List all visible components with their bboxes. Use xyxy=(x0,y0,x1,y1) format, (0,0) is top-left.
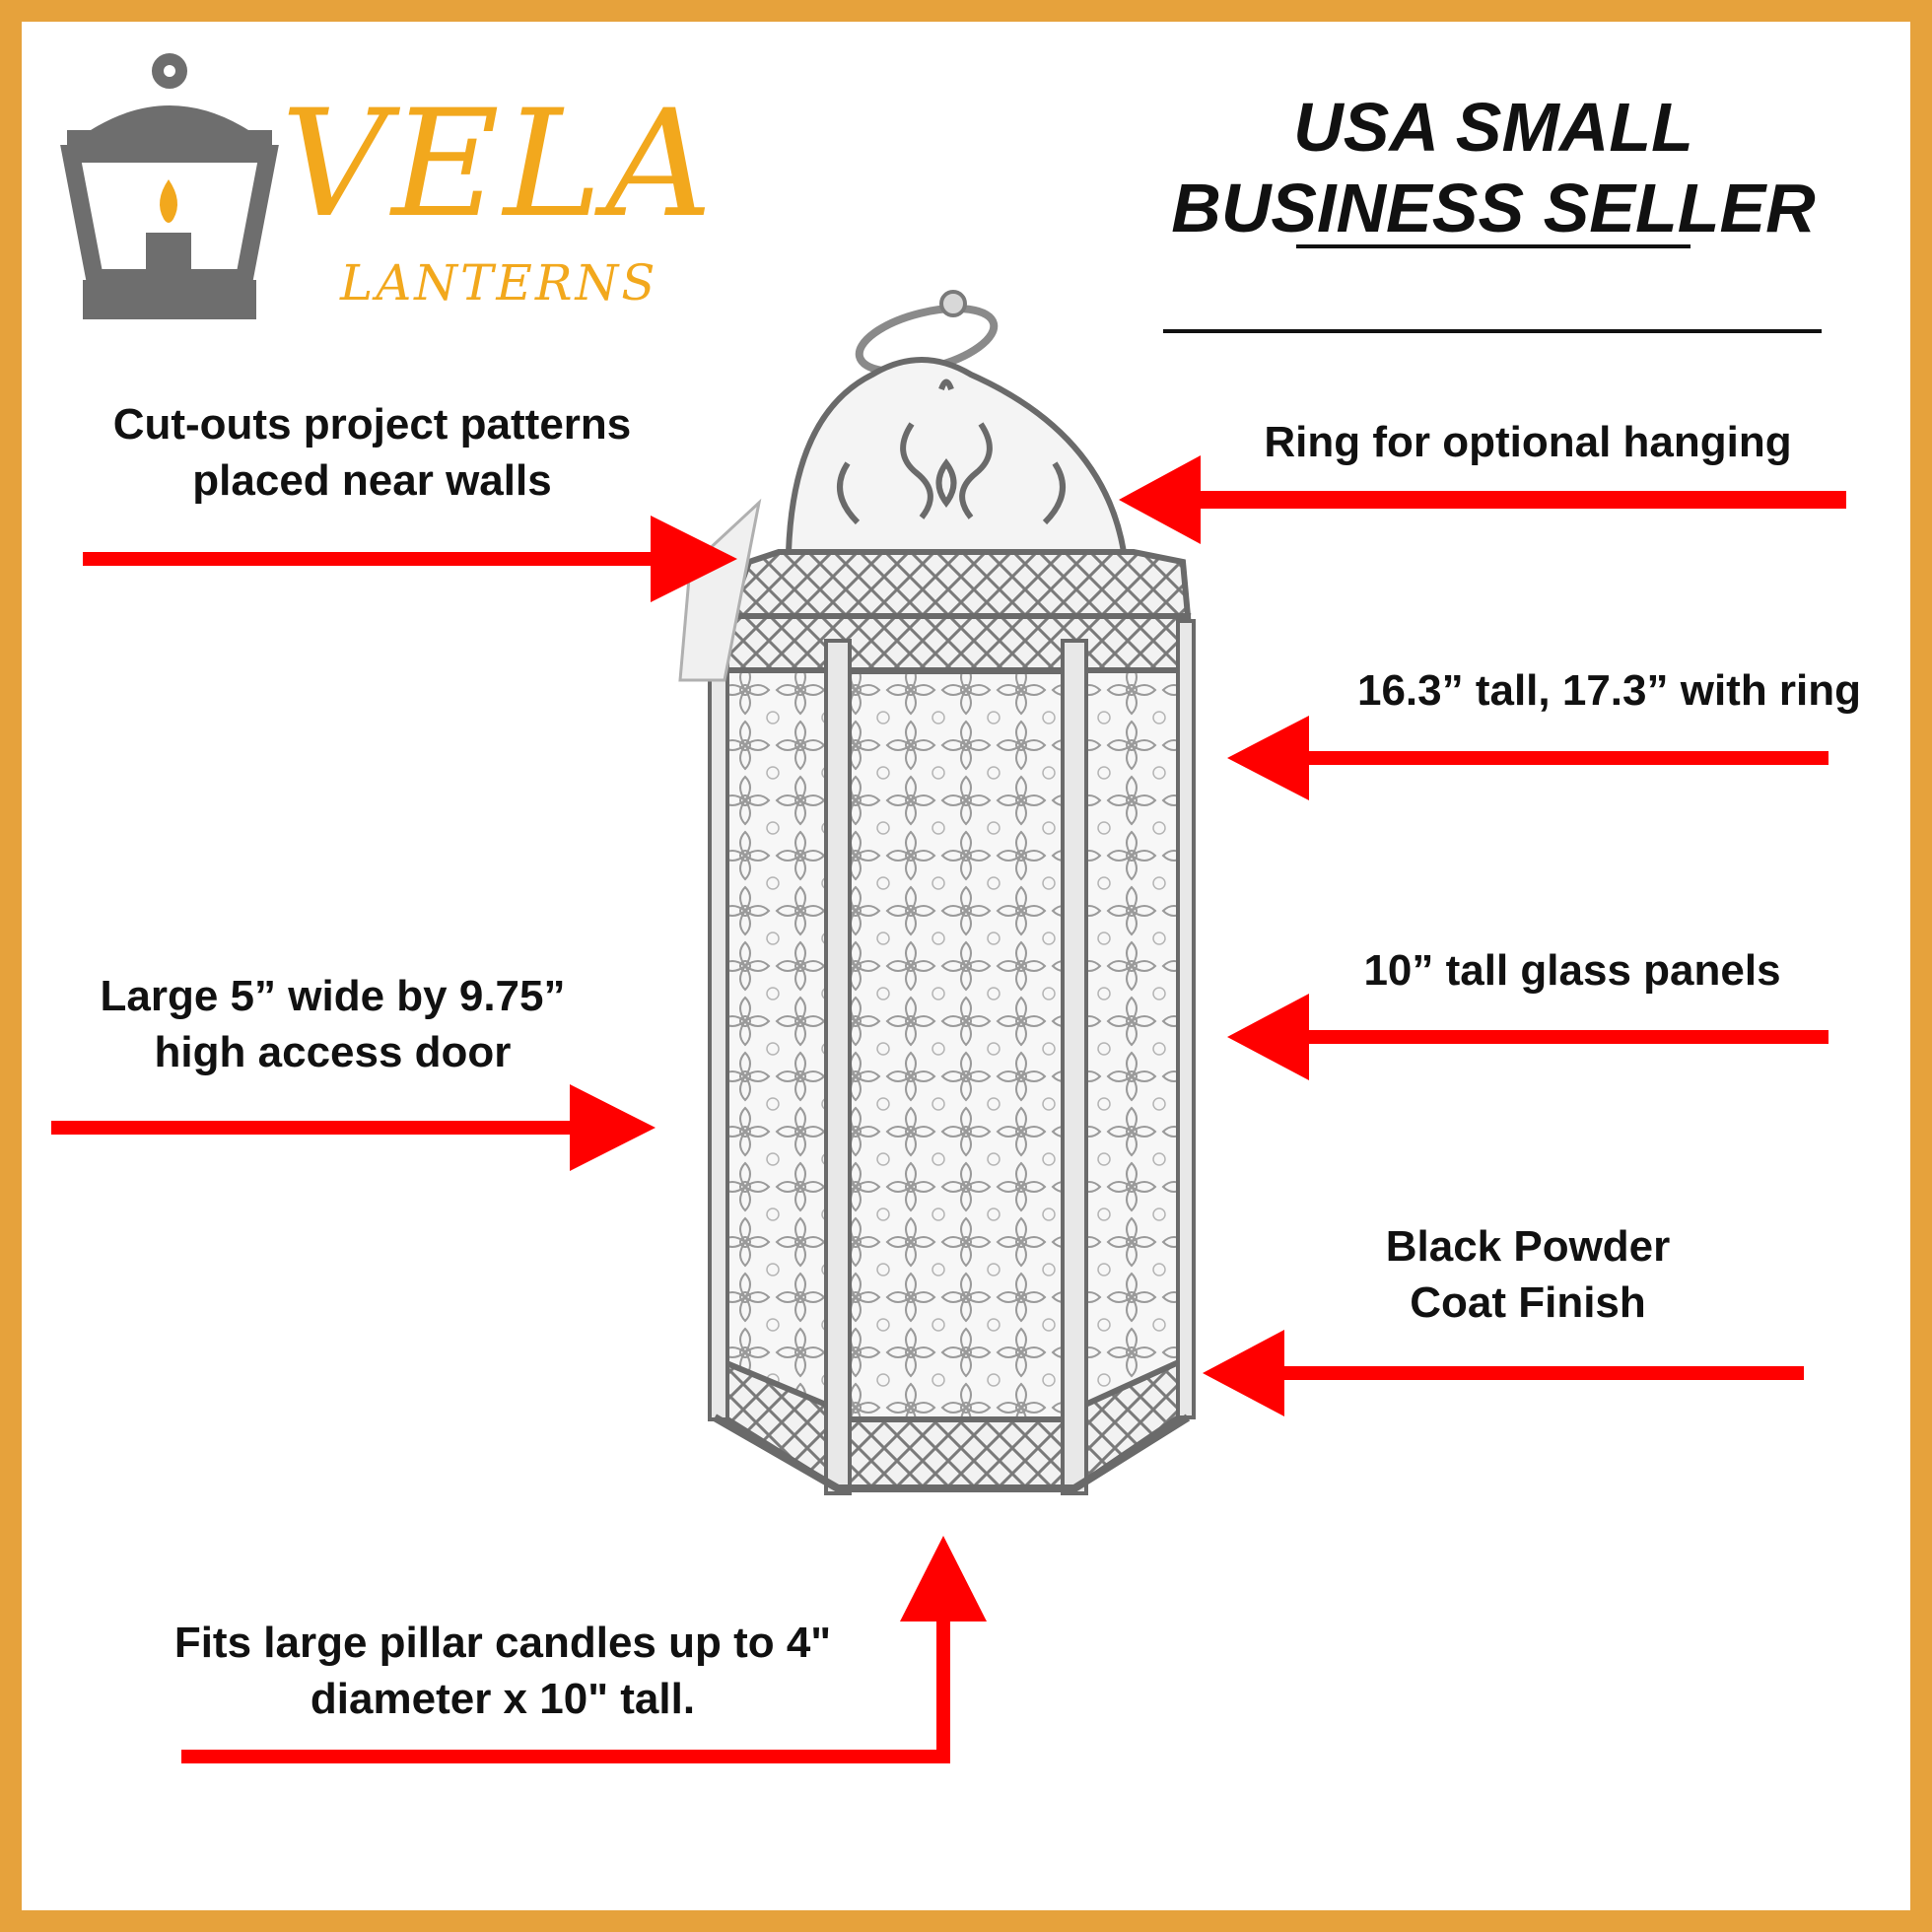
arrow-finish xyxy=(1203,1330,1804,1416)
usa-small-business-badge: USA SMALL BUSINESS SELLER xyxy=(1148,87,1838,333)
callout-finish-line-1: Black Powder xyxy=(1385,1222,1671,1271)
callout-door-line-1: Large 5” wide by 9.75” xyxy=(100,972,566,1020)
arrow-cutouts xyxy=(83,516,737,602)
callout-cutouts-line-1: Cut-outs project patterns xyxy=(112,400,632,448)
callout-door-line-2: high access door xyxy=(154,1028,512,1077)
callout-candles: Fits large pillar candles up to 4" diame… xyxy=(99,1615,907,1727)
callout-finish-line-2: Coat Finish xyxy=(1410,1278,1646,1328)
callout-finish: Black Powder Coat Finish xyxy=(1281,1218,1774,1331)
callout-ring: Ring for optional hanging xyxy=(1222,414,1833,470)
badge-line-2: BUSINESS SELLER xyxy=(1171,170,1816,246)
arrow-glass xyxy=(1227,994,1828,1080)
callout-candles-line-1: Fits large pillar candles up to 4" xyxy=(173,1619,832,1667)
arrow-candles xyxy=(181,1536,987,1763)
badge-line-1: USA SMALL xyxy=(1293,89,1693,166)
callout-height-line-1: 16.3” tall, 17.3” with ring xyxy=(1356,666,1862,715)
callout-ring-line-1: Ring for optional hanging xyxy=(1264,418,1792,466)
callout-cutouts: Cut-outs project patterns placed near wa… xyxy=(69,396,675,509)
callout-door: Large 5” wide by 9.75” high access door xyxy=(39,968,626,1080)
badge-underline-2 xyxy=(1163,329,1822,333)
badge-underline-1 xyxy=(1296,244,1690,248)
brand-name: VELA xyxy=(281,79,717,250)
callout-cutouts-line-2: placed near walls xyxy=(192,456,552,506)
brand-subname: LANTERNS xyxy=(340,254,658,311)
callout-height: 16.3” tall, 17.3” with ring xyxy=(1306,662,1912,719)
arrow-door xyxy=(51,1084,656,1171)
arrow-ring xyxy=(1119,455,1846,544)
callout-glass: 10” tall glass panels xyxy=(1281,942,1863,999)
callout-candles-line-2: diameter x 10" tall. xyxy=(310,1675,696,1724)
callout-glass-line-1: 10” tall glass panels xyxy=(1363,946,1781,995)
arrow-height xyxy=(1227,716,1828,800)
